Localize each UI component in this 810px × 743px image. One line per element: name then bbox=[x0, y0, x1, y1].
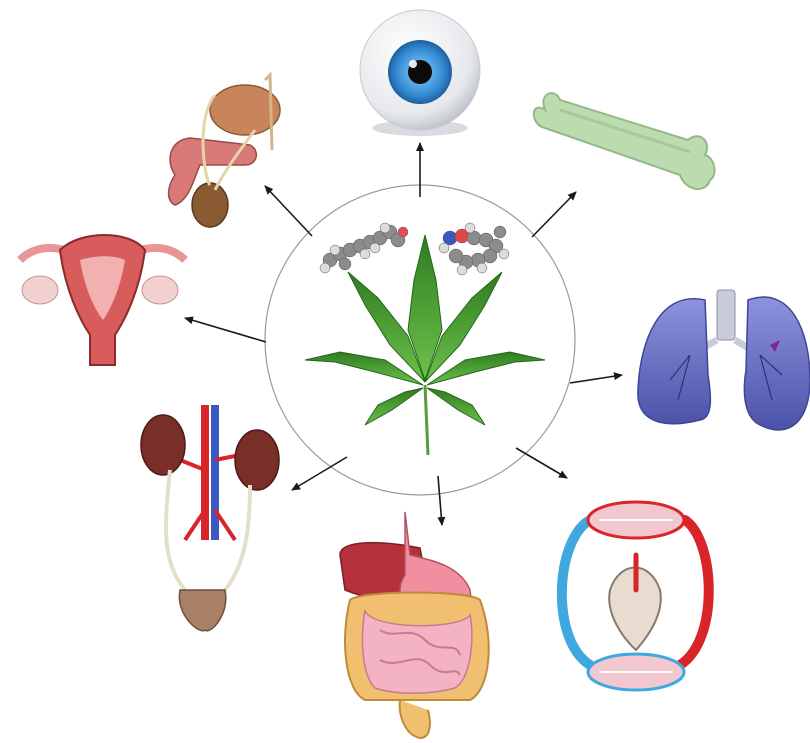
male-reproductive-icon bbox=[169, 75, 280, 227]
bone-icon bbox=[534, 93, 715, 189]
digestive-system-icon bbox=[340, 512, 489, 738]
arrow-to-bone bbox=[532, 192, 576, 237]
lungs-icon bbox=[638, 290, 810, 430]
uterus-icon bbox=[20, 235, 185, 365]
arrow-to-lungs bbox=[570, 375, 622, 383]
eye-icon bbox=[360, 10, 480, 136]
arrow-to-heart bbox=[516, 448, 567, 478]
arrow-to-kidneys bbox=[292, 457, 347, 490]
urinary-system-icon bbox=[141, 405, 279, 631]
arrow-to-uterus bbox=[185, 318, 266, 342]
circulatory-system-icon bbox=[562, 502, 709, 690]
center-hub bbox=[265, 185, 575, 495]
arrow-to-male bbox=[265, 186, 312, 236]
